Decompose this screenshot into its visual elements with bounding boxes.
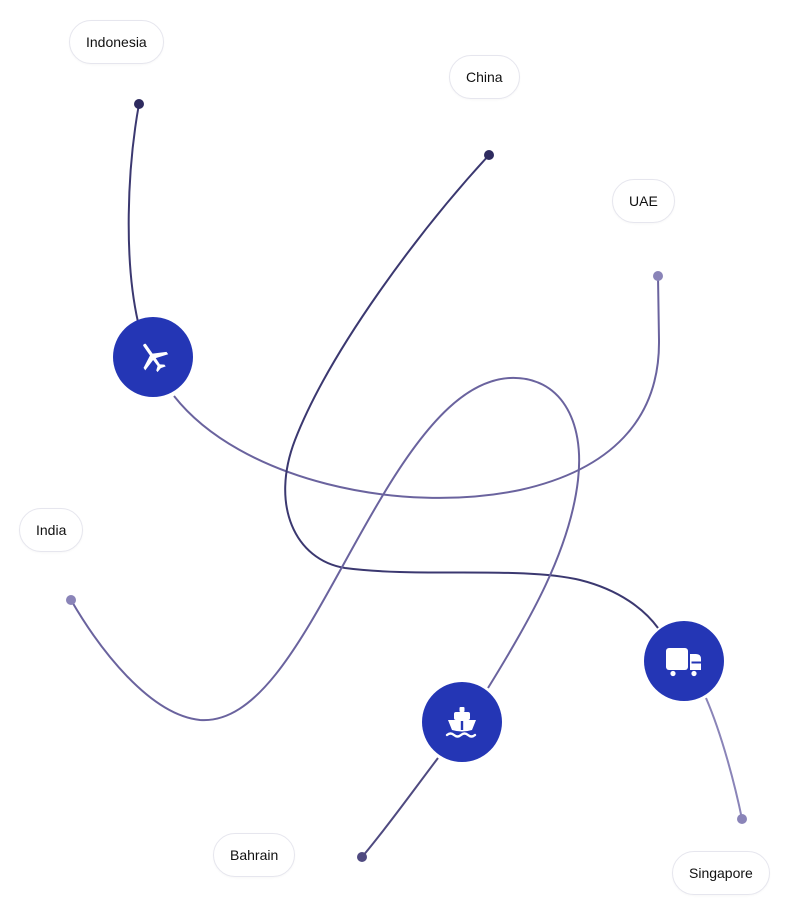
location-label-bahrain: Bahrain [213, 833, 296, 877]
china-endpoint-dot [484, 150, 494, 160]
location-label-indonesia: Indonesia [69, 20, 164, 64]
indonesia-endpoint-dot [134, 99, 144, 109]
singapore-endpoint-dot [737, 814, 747, 824]
location-name: India [36, 522, 67, 538]
route-ship-bahrain [361, 757, 439, 858]
sea-freight-hub [422, 682, 502, 762]
india-endpoint-dot [66, 595, 76, 605]
location-name: China [466, 69, 503, 85]
route-china-truck [284, 154, 659, 629]
bahrain-endpoint-dot [357, 852, 367, 862]
location-name: Indonesia [86, 34, 147, 50]
location-label-india: India [19, 508, 84, 552]
location-name: Bahrain [230, 847, 279, 863]
truck-icon [665, 648, 702, 677]
route-truck-singapore [705, 697, 743, 820]
location-label-uae: UAE [612, 179, 675, 223]
location-name: Singapore [689, 865, 753, 881]
route-indonesia-air [127, 103, 140, 323]
ship-icon [445, 707, 477, 738]
location-label-singapore: Singapore [672, 851, 770, 895]
land-freight-hub [644, 621, 724, 701]
uae-endpoint-dot [653, 271, 663, 281]
route-air-uae [173, 275, 661, 499]
location-label-china: China [449, 55, 520, 99]
route-india-ship [70, 376, 581, 722]
airplane-icon [143, 343, 169, 373]
location-name: UAE [629, 193, 658, 209]
air-freight-hub [113, 317, 193, 397]
